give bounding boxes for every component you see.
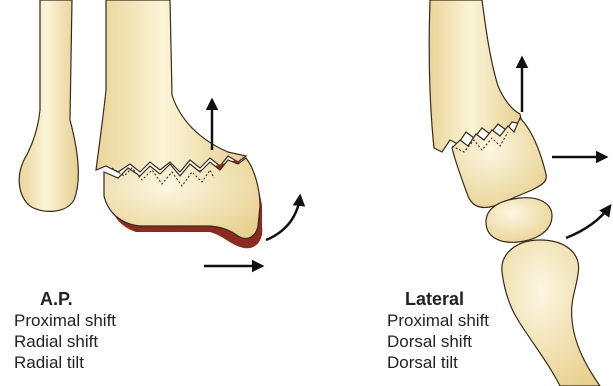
- lateral-line-dorsal-shift: Dorsal shift: [387, 331, 489, 352]
- lateral-caption: Lateral Proximal shift Dorsal shift Dors…: [387, 289, 489, 373]
- ap-line-radial-shift: Radial shift: [14, 331, 116, 352]
- ap-arrow-curved-icon: [266, 196, 300, 240]
- lateral-carpal-lower: [502, 240, 600, 386]
- ap-radius-shaft: [96, 0, 246, 172]
- ap-ulna-bone: [19, 0, 78, 211]
- lateral-arrow-curved-icon: [566, 206, 610, 238]
- ap-title: A.P.: [14, 289, 116, 310]
- ap-line-radial-tilt: Radial tilt: [14, 352, 116, 373]
- lateral-line-proximal-shift: Proximal shift: [387, 310, 489, 331]
- lateral-title: Lateral: [387, 289, 489, 310]
- ap-caption: A.P. Proximal shift Radial shift Radial …: [14, 289, 116, 373]
- ap-view: [19, 0, 300, 266]
- ap-line-proximal-shift: Proximal shift: [14, 310, 116, 331]
- lateral-line-dorsal-tilt: Dorsal tilt: [387, 352, 489, 373]
